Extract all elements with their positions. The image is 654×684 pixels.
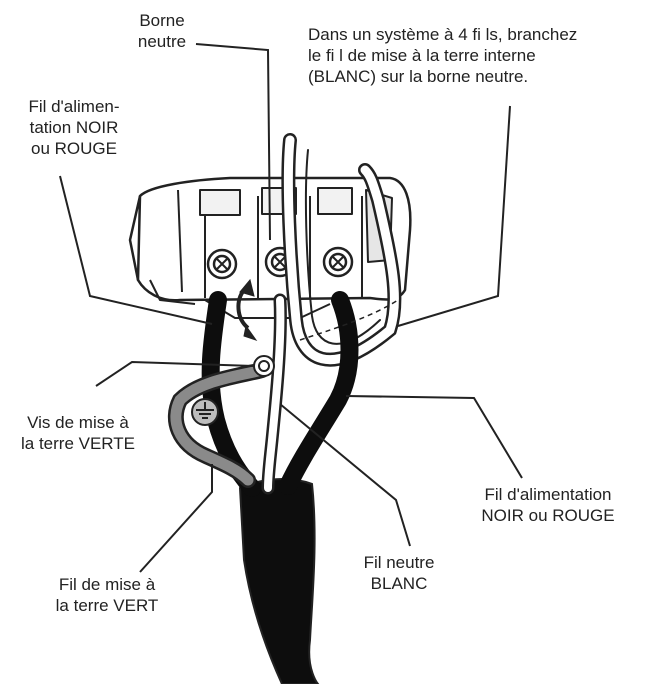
leader-neutral-wire xyxy=(279,403,411,547)
label-neutral-wire: Fil neutre BLANC xyxy=(363,553,435,593)
ground-symbol-icon xyxy=(191,398,219,426)
right-power-wire xyxy=(279,291,359,495)
screw-icon xyxy=(322,246,354,278)
label-neutral-terminal: Borne neutre xyxy=(137,11,187,51)
cable-jacket xyxy=(238,478,320,684)
leader-left-power xyxy=(59,175,213,325)
ground-screw-icon xyxy=(253,355,275,377)
leader-right-power xyxy=(345,395,523,479)
leader-four-wire-note xyxy=(397,105,511,327)
rotation-arrow-icon xyxy=(236,278,258,341)
screw-icon xyxy=(206,248,238,280)
label-power-wire-right: Fil d'alimentation NOIR ou ROUGE xyxy=(481,485,615,525)
leader-ground-screw xyxy=(95,360,255,387)
label-ground-wire: Fil de mise à la terre VERT xyxy=(55,575,159,615)
leader-ground-wire xyxy=(139,464,213,573)
neutral-wire xyxy=(261,293,287,495)
leader-neutral-terminal xyxy=(195,43,271,241)
label-ground-screw: Vis de mise à la terre VERTE xyxy=(20,413,135,453)
label-four-wire-note: Dans un système à 4 fi ls, branchez le f… xyxy=(308,25,578,86)
label-power-wire-left: Fil d'alimen- tation NOIR ou ROUGE xyxy=(28,97,120,158)
internal-dashed-outline xyxy=(299,299,399,341)
ground-wire xyxy=(168,362,270,488)
leader-lines xyxy=(59,43,523,573)
